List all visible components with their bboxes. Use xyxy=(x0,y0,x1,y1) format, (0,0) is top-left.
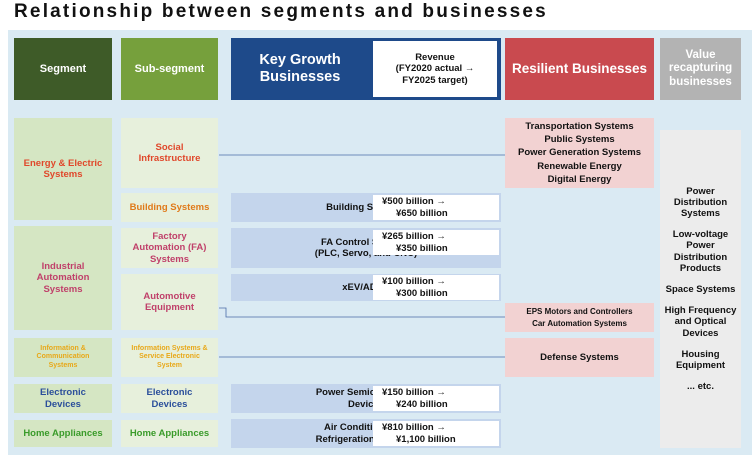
key-growth-label: Power Semiconductor Devices xyxy=(295,387,437,409)
revenue-power-semiconductor: ¥150 billion → ¥240 billion xyxy=(373,386,499,411)
revenue-from: ¥265 billion → xyxy=(382,231,446,243)
revenue-header: Revenue (FY2020 actual → FY2025 target) xyxy=(373,41,497,97)
value-recapturing-item: ... etc. xyxy=(687,381,714,393)
revenue-header-line2: (FY2020 actual → xyxy=(395,63,475,75)
segment-electronic-devices: Electronic Devices xyxy=(14,384,112,413)
revenue-from: ¥810 billion → xyxy=(382,422,446,434)
value-recapturing-header-label: Value recapturing businesses xyxy=(668,48,733,88)
revenue-air-conditioning: ¥810 billion → ¥1,100 billion xyxy=(373,421,499,446)
sub-segment-label: Electronic Devices xyxy=(146,387,193,410)
key-growth-header-label: Key Growth Businesses xyxy=(259,52,341,85)
revenue-header-line1: Revenue xyxy=(415,52,455,64)
sub-segment-header-label: Sub-segment xyxy=(134,62,205,75)
resilient-item: Transportation Systems xyxy=(525,120,634,132)
segment-header-label: Segment xyxy=(39,62,87,75)
sub-segment-social-infrastructure: Social Infrastructure xyxy=(121,118,218,188)
key-growth-label-line2: Devices xyxy=(348,398,384,410)
resilient-header: Resilient Businesses xyxy=(505,38,654,100)
sub-segment-label: Automotive Equipment xyxy=(143,290,196,313)
key-growth-label: Air Conditioning & Refrigeration Systems xyxy=(295,422,437,444)
revenue-to: ¥650 billion xyxy=(396,207,448,219)
value-recapturing-list: Power Distribution Systems Low-voltage P… xyxy=(660,130,741,448)
resilient-item: Renewable Energy xyxy=(537,160,622,172)
resilient-item: Public Systems xyxy=(544,134,615,146)
key-growth-air-conditioning: Air Conditioning & Refrigeration Systems… xyxy=(231,419,501,448)
revenue-from: ¥150 billion → xyxy=(382,387,446,399)
value-recapturing-item: Space Systems xyxy=(665,284,736,295)
segment-energy-electric: Energy & Electric Systems xyxy=(14,118,112,220)
segment-label: Energy & Electric Systems xyxy=(23,157,103,180)
resilient-item: Car Automation Systems xyxy=(532,318,627,328)
sub-segment-label: Home Appliances xyxy=(129,427,210,439)
segment-industrial-automation: Industrial Automation Systems xyxy=(14,226,112,330)
revenue-fa-control-systems: ¥265 billion → ¥350 billion xyxy=(373,230,499,255)
key-growth-fa-control-systems: FA Control Systems (PLC, Servo, and CNC)… xyxy=(231,228,501,268)
key-growth-label-line2: Refrigeration Systems xyxy=(315,433,417,445)
key-growth-label-line1: FA Control Systems xyxy=(321,236,411,248)
value-recapturing-item: Low-voltage Power Distribution Products xyxy=(672,229,729,274)
sub-segment-label: Building Systems xyxy=(129,201,210,213)
resilient-infrastructure: Transportation Systems Public Systems Po… xyxy=(505,118,654,188)
value-recapturing-header: Value recapturing businesses xyxy=(660,38,741,100)
sub-segment-factory-automation: Factory Automation (FA) Systems xyxy=(121,228,218,268)
resilient-item: EPS Motors and Controllers xyxy=(526,307,633,317)
sub-segment-information-systems: Information Systems & Service Electronic… xyxy=(121,338,218,377)
key-growth-building-systems: Building Systems ¥500 billion → ¥650 bil… xyxy=(231,193,501,222)
revenue-to: ¥240 billion xyxy=(396,398,448,410)
segment-home-appliances: Home Appliances xyxy=(14,420,112,447)
key-growth-label-line2: (PLC, Servo, and CNC) xyxy=(314,248,418,259)
segment-label: Home Appliances xyxy=(23,427,103,439)
sub-segment-header: Sub-segment xyxy=(121,38,218,100)
key-growth-label: FA Control Systems (PLC, Servo, and CNC) xyxy=(295,237,437,259)
segment-label: Electronic Devices xyxy=(40,387,86,410)
revenue-xev-adas: ¥100 billion → ¥300 billion xyxy=(373,275,499,300)
revenue-building-systems: ¥500 billion → ¥650 billion xyxy=(373,195,499,220)
page-title: Relationship between segments and busine… xyxy=(14,1,548,22)
value-recapturing-item: Power Distribution Systems xyxy=(673,185,728,219)
revenue-to: ¥1,100 billion xyxy=(396,433,456,445)
key-growth-label: Building Systems xyxy=(326,201,406,213)
key-growth-label-line1: Air Conditioning & xyxy=(324,422,408,434)
segment-label: Information & Communication Systems xyxy=(36,345,90,369)
sub-segment-label: Information Systems & Service Electronic… xyxy=(131,345,208,369)
segment-header: Segment xyxy=(14,38,112,100)
value-recapturing-item: High Frequency and Optical Devices xyxy=(664,305,737,339)
key-growth-label-line1: Power Semiconductor xyxy=(315,387,417,399)
segment-information-communication: Information & Communication Systems xyxy=(14,338,112,377)
revenue-from: ¥100 billion → xyxy=(382,276,446,288)
value-recapturing-item: Housing Equipment xyxy=(675,348,726,372)
key-growth-xev-adas: xEV/ADAS ¥100 billion → ¥300 billion xyxy=(231,274,501,301)
resilient-item: Power Generation Systems xyxy=(517,147,642,159)
sub-segment-building-systems: Building Systems xyxy=(121,193,218,222)
sub-segment-electronic-devices: Electronic Devices xyxy=(121,384,218,413)
connector-automotive xyxy=(219,307,505,318)
revenue-to: ¥350 billion xyxy=(396,242,448,254)
resilient-item: Digital Energy xyxy=(547,173,612,185)
resilient-item: Defense Systems xyxy=(540,351,619,363)
sub-segment-label: Factory Automation (FA) Systems xyxy=(132,231,207,265)
revenue-header-line3: FY2025 target) xyxy=(402,74,468,86)
resilient-header-label: Resilient Businesses xyxy=(511,61,648,77)
resilient-defense: Defense Systems xyxy=(505,338,654,377)
segment-label: Industrial Automation Systems xyxy=(36,261,90,295)
sub-segment-automotive-equipment: Automotive Equipment xyxy=(121,274,218,330)
key-growth-power-semiconductor: Power Semiconductor Devices ¥150 billion… xyxy=(231,384,501,413)
revenue-to: ¥300 billion xyxy=(396,287,448,299)
revenue-from: ¥500 billion → xyxy=(382,196,446,208)
sub-segment-label: Social Infrastructure xyxy=(138,141,201,164)
sub-segment-home-appliances: Home Appliances xyxy=(121,420,218,447)
key-growth-label: xEV/ADAS xyxy=(342,281,390,293)
resilient-automotive: EPS Motors and Controllers Car Automatio… xyxy=(505,303,654,332)
